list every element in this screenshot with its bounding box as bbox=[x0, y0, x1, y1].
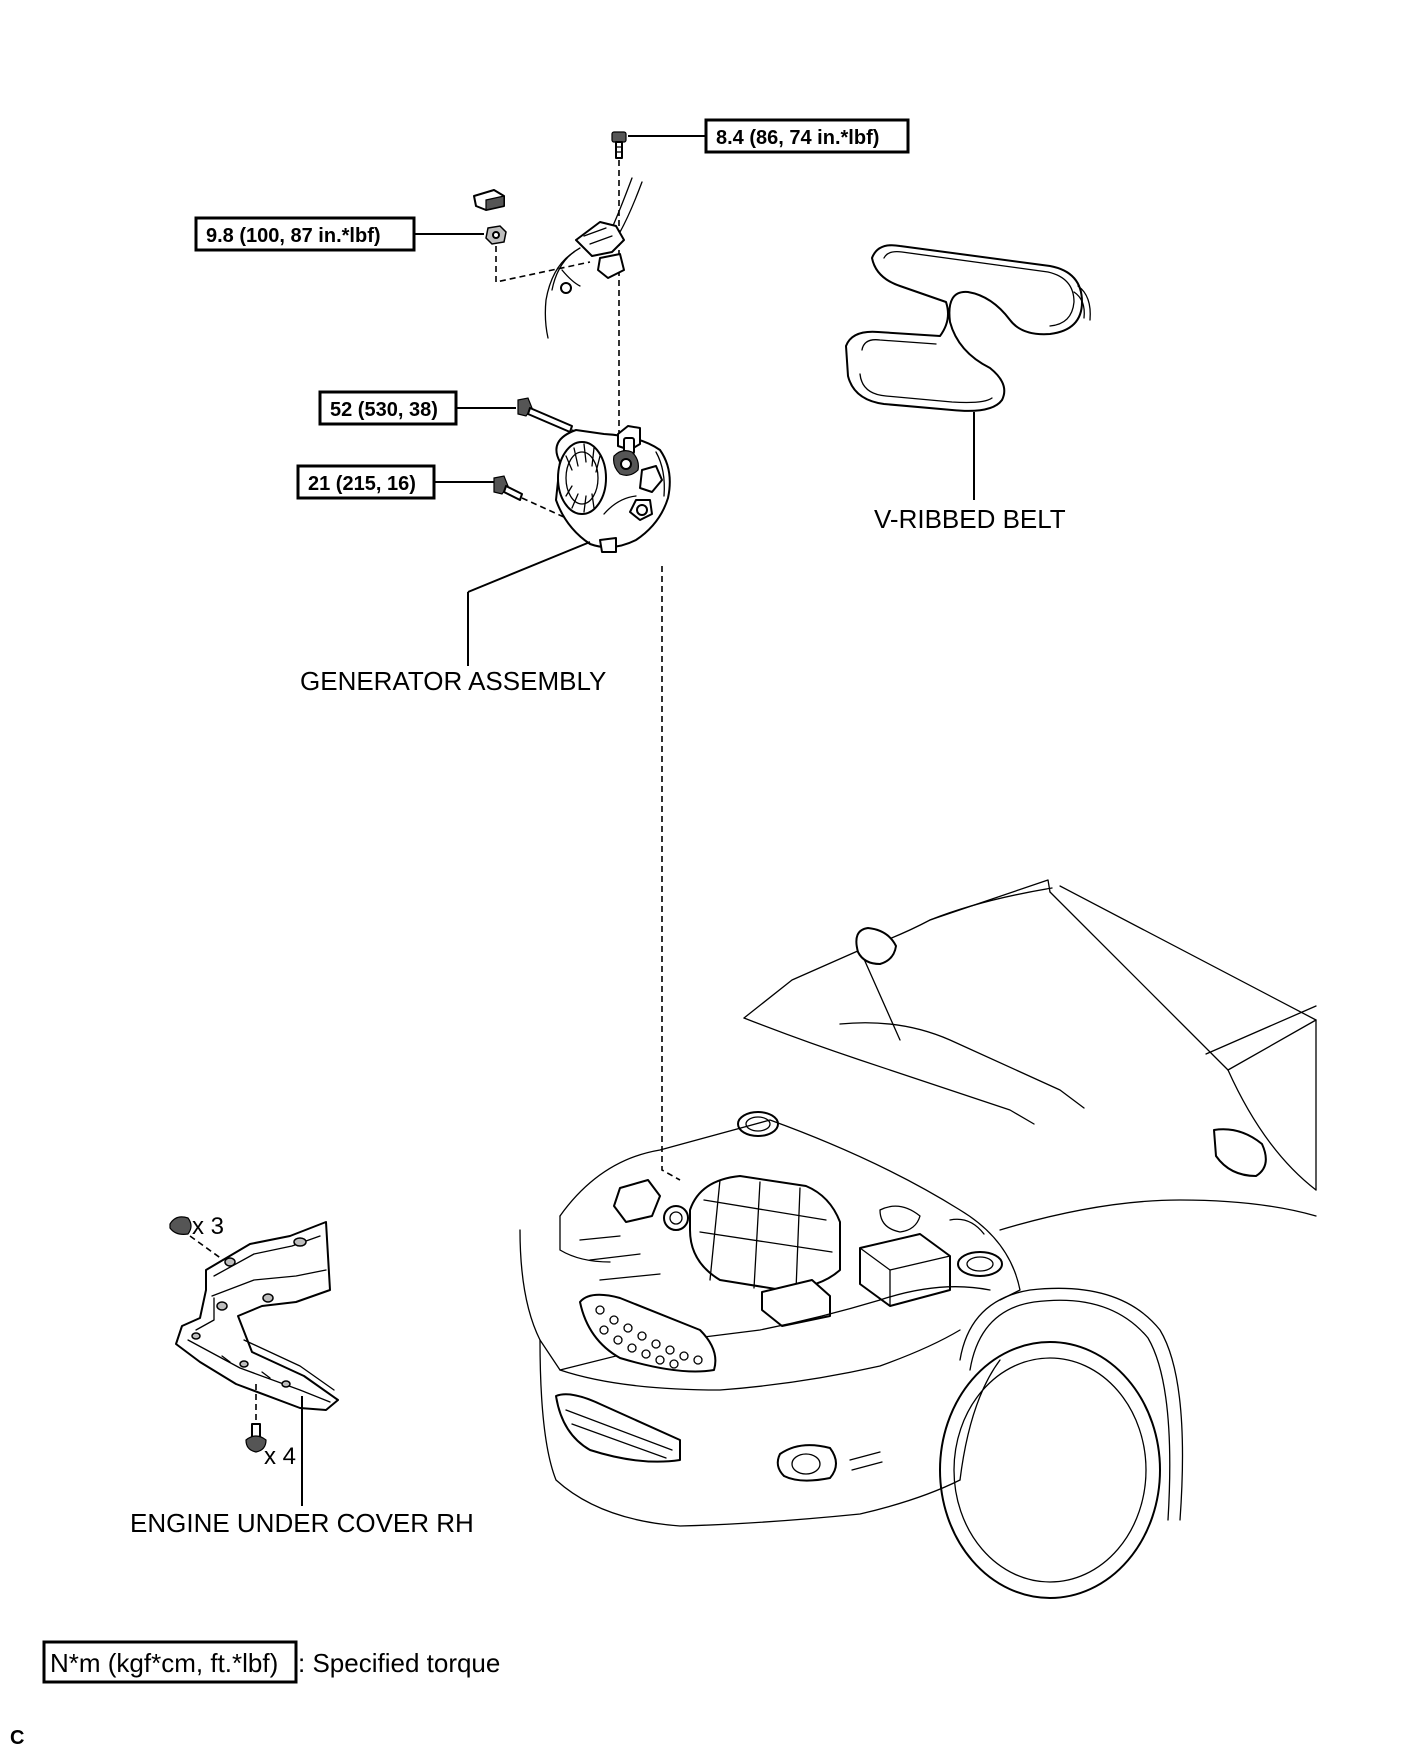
v-ribbed-belt-icon bbox=[845, 244, 1091, 412]
callout-bolt-long: 52 (530, 38) bbox=[318, 390, 516, 426]
dash-bolt-short bbox=[521, 497, 567, 519]
bolt-long-icon bbox=[517, 397, 573, 433]
wire-harness-icon bbox=[544, 177, 643, 339]
label-v-ribbed-belt: V-RIBBED BELT bbox=[874, 504, 1066, 534]
terminal-cap-icon bbox=[473, 189, 505, 211]
label-generator-assembly: GENERATOR ASSEMBLY bbox=[300, 666, 606, 696]
callout-bolt-top: 8.4 (86, 74 in.*lbf) bbox=[628, 118, 910, 154]
callout-bolt-short: 21 (215, 16) bbox=[296, 464, 494, 500]
engine-under-cover-icon bbox=[175, 1221, 339, 1411]
torque-box-bolt-long bbox=[318, 390, 458, 426]
figure-code: C bbox=[10, 1727, 24, 1749]
dash-clip bbox=[189, 1235, 227, 1263]
clip-icon bbox=[169, 1216, 192, 1235]
torque-box-bolt-short bbox=[296, 464, 436, 500]
legend-unit: N*m (kgf*cm, ft.*lbf) bbox=[50, 1648, 278, 1678]
torque-box-nut bbox=[194, 216, 416, 252]
generator-assembly-icon bbox=[555, 425, 671, 553]
quantity-screws: x 4 bbox=[264, 1443, 296, 1470]
leader-generator-1 bbox=[467, 541, 591, 593]
label-engine-under-cover: ENGINE UNDER COVER RH bbox=[130, 1508, 474, 1538]
nut-icon bbox=[485, 225, 507, 245]
dash-nut bbox=[495, 246, 591, 283]
bolt-top-icon bbox=[611, 131, 627, 159]
torque-bolt-top: 8.4 (86, 74 in.*lbf) bbox=[716, 127, 879, 149]
legend-description: : Specified torque bbox=[298, 1648, 500, 1678]
screw-icon bbox=[245, 1423, 267, 1453]
legend: N*m (kgf*cm, ft.*lbf) : Specified torque bbox=[42, 1640, 500, 1684]
bolt-short-icon bbox=[493, 475, 523, 501]
torque-bolt-short: 21 (215, 16) bbox=[308, 473, 416, 495]
callout-nut-terminal: 9.8 (100, 87 in.*lbf) bbox=[194, 216, 484, 252]
dash-generator-to-engine bbox=[661, 566, 681, 1181]
torque-bolt-long: 52 (530, 38) bbox=[330, 399, 438, 421]
vehicle-front-icon bbox=[519, 879, 1317, 1599]
quantity-clips: x 3 bbox=[192, 1213, 224, 1240]
torque-nut-terminal: 9.8 (100, 87 in.*lbf) bbox=[206, 225, 381, 247]
legend-box bbox=[42, 1640, 298, 1684]
